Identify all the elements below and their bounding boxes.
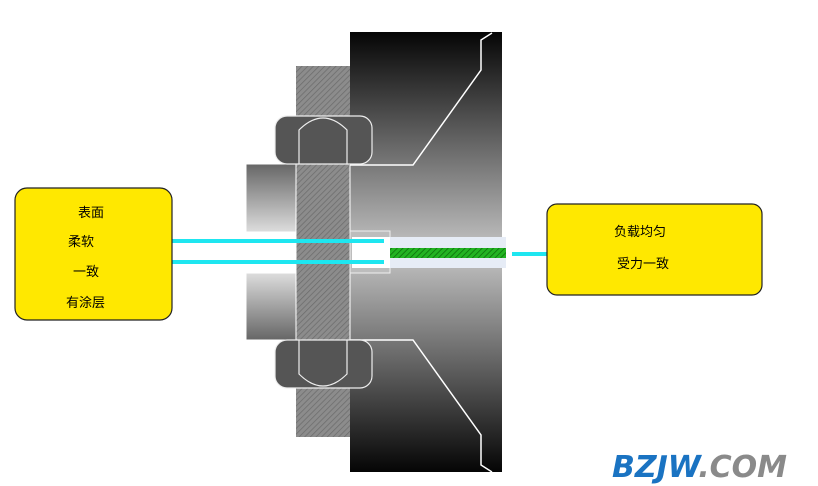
gasket-core — [390, 248, 506, 258]
right-callout: 负载均匀 受力一致 — [546, 203, 763, 296]
washer-bottom — [245, 272, 297, 341]
nut-bottom — [274, 339, 373, 389]
callout-text: 有涂层 — [66, 295, 105, 311]
callout-text: 表面 — [78, 206, 104, 221]
leader-lines — [172, 239, 547, 264]
watermark-logo: BZJW.COM — [612, 450, 787, 485]
gasket — [349, 230, 506, 274]
svg-text:BZJW.COM: BZJW.COM — [612, 450, 787, 485]
callout-text: 柔软 — [68, 235, 94, 250]
left-callout: 表面 柔软 一致 有涂层 — [14, 187, 173, 321]
callout-text: 一致 — [73, 265, 99, 280]
callout-text: 负载均匀 — [614, 225, 666, 240]
washer-top — [245, 163, 297, 233]
nut-top — [274, 115, 373, 165]
callout-text: 受力一致 — [617, 257, 669, 272]
